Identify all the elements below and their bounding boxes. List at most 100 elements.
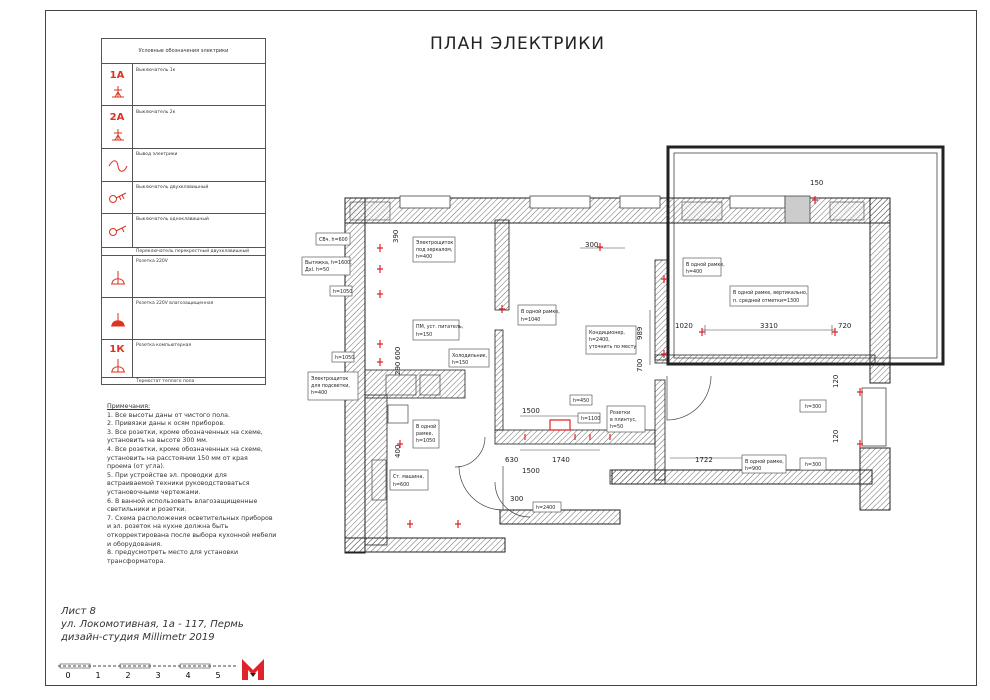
legend-row-computer-outlet: 1К Розетка компьютерная [102, 339, 265, 378]
callout-frame: h=1050 [416, 438, 435, 444]
callout-baseboard: h=50 [610, 424, 623, 430]
callout-frame: h=1040 [521, 317, 540, 323]
note-line: светильники и розетки. [107, 506, 187, 514]
callout-panel: Электрощиток [416, 240, 453, 246]
callout-frame: п. средней отметки=1300 [733, 297, 799, 304]
sheet-number: Лист 8 [61, 606, 96, 617]
callout-h1050: h=1050 [335, 355, 354, 361]
dim-label: 150 [810, 179, 823, 187]
note-line: 6. В ванной использовать влагозащищенные [107, 497, 258, 505]
doors [454, 375, 712, 518]
legend-tag: 2А [109, 112, 125, 123]
outlet-icon [111, 271, 125, 285]
callout-light-panel: для подсветки, [311, 384, 350, 389]
callout-h2400: h=2400 [536, 505, 555, 511]
dim-label: 1500 [522, 467, 540, 475]
scale-label: 0 [65, 671, 70, 680]
callout-frame: В одной рамке, [745, 458, 784, 465]
note-line: и оборудования. [107, 540, 163, 548]
callout-svch: СВч. h=600 [319, 237, 348, 243]
page-title: ПЛАН ЭЛЕКТРИКИ [430, 34, 605, 54]
legend-row-outlet-lead: Вывод электрики [102, 148, 265, 182]
dim-label: 300 [510, 495, 523, 503]
callout-ac: уточнить по месту [589, 345, 636, 350]
legend-label: Выключатель 1к [136, 68, 176, 73]
scale-label: 2 [125, 671, 130, 680]
scale-label: 4 [185, 671, 190, 680]
legend-row-outlet: Розетка 220V [102, 255, 265, 298]
note-line: установить на высоте 300 мм. [107, 437, 208, 445]
legend-label: Розетка 220V влагозащищенная [136, 301, 214, 306]
notes-title: Примечания: [107, 403, 151, 410]
legend-label: Переключатель перекрестный двухклавишный [136, 249, 250, 254]
legend-label: Выключатель 2к [136, 110, 176, 115]
switch-icon [112, 129, 124, 141]
callout-ac: h=2400, [589, 337, 610, 343]
computer-outlet-icon [111, 359, 125, 373]
callout-washer: Ст. машина, [393, 474, 424, 480]
dimension-lines [520, 247, 835, 459]
scale-bar: 0 1 2 3 4 5 [58, 663, 238, 680]
switch-icon [112, 86, 124, 98]
dim-label: 600 [394, 347, 402, 360]
callout-frame: В одной [416, 423, 436, 430]
note-line: установочными чертежами. [107, 488, 201, 496]
dim-label: 390 [392, 230, 400, 243]
scale-label: 5 [215, 671, 220, 680]
note-line: откорректирована после выбора кухонной м… [107, 531, 277, 539]
legend-label: Розетка 220V [136, 259, 168, 264]
inner-walls [364, 219, 876, 546]
sheet-info: Лист 8 ул. Локомотивная, 1а - 117, Пермь… [61, 605, 244, 644]
sheet-address: ул. Локомотивная, 1а - 117, Пермь [61, 619, 244, 630]
dim-label: 300 [585, 241, 598, 249]
dim-label: 989 [636, 327, 644, 340]
callout-frame: h=900 [745, 466, 761, 472]
callout-light-panel: Электрощиток [311, 376, 348, 382]
notes-block: Примечания: 1. Все высоты даны от чистог… [107, 403, 277, 566]
dim-label: 3310 [760, 322, 778, 330]
scale-label: 3 [155, 671, 160, 680]
legend-label: Выключатель одноклавишный [136, 217, 209, 222]
electrical-marks [377, 196, 863, 528]
double-switch-icon [109, 192, 127, 203]
dim-label: 700 [636, 359, 644, 372]
callout-frame: В одной рамке, [521, 308, 560, 315]
callout-frame: рамке, [416, 432, 433, 437]
dim-label: 1020 [675, 322, 693, 330]
drawing-frame [45, 10, 977, 686]
callout-hood: Дхl. h=50 [305, 267, 329, 273]
callout-h1050: h=1050 [333, 289, 352, 295]
legend-label: Выключатель двухклавишный [136, 185, 209, 190]
callout-baseboard: в плинтус, [610, 418, 637, 423]
legend-header: Условные обозначения электрики [138, 48, 229, 54]
legend-row-outlet-waterproof: Розетка 220V влагозащищенная [102, 297, 265, 340]
legend-row-cross-switch: Переключатель перекрестный двухклавишный [102, 247, 265, 256]
sheet-studio: дизайн-студия Millimetr 2019 [61, 632, 215, 643]
dimension-labels: 150 300 1020 3310 720 989 700 1500 1740 … [392, 179, 851, 503]
callout-frame: В одной рамке, [686, 261, 725, 268]
legend-row-switch-2: 2А Выключатель 2к [102, 105, 265, 149]
callout-fridge: h=150 [452, 360, 468, 366]
note-line: 1. Все высоты даны от чистого пола. [107, 411, 230, 419]
callout-fridge: Холодильник, [452, 353, 488, 359]
callout-washer: h=600 [393, 482, 409, 488]
dim-label: 1740 [552, 456, 570, 464]
dim-label: 120 [832, 430, 840, 443]
dim-label: 630 [505, 456, 518, 464]
legend-label: Термостат теплого пола [136, 379, 195, 384]
callout-panel: h=400 [416, 254, 432, 260]
note-line: 3. Все розетки, кроме обозначенных на сх… [107, 428, 263, 436]
callout-hood: Вытяжка, h=1600, [305, 260, 352, 266]
note-line: встраиваемой техники руководствоваться [107, 480, 250, 488]
callout-frame: h=400 [686, 269, 702, 275]
note-line: 4. Все розетки, кроме обозначенных на сх… [107, 445, 263, 453]
legend-row-double-switch: Выключатель двухклавишный [102, 181, 265, 214]
callout-h1100: h=1100 [581, 416, 600, 422]
note-line: трансформатора. [107, 557, 166, 565]
scale-label: 1 [95, 671, 100, 680]
callout-boxes: СВч. h=600 Вытяжка, h=1600, Дхl. h=50 h=… [301, 232, 827, 513]
legend-row-single-switch: Выключатель одноклавишный [102, 213, 265, 248]
legend-table: Условные обозначения электрики 1А Выключ… [101, 38, 266, 385]
floor-plan: СВч. h=600 Вытяжка, h=1600, Дхl. h=50 h=… [301, 145, 945, 554]
note-line: 2. Привязки даны к осям приборов. [107, 420, 226, 428]
